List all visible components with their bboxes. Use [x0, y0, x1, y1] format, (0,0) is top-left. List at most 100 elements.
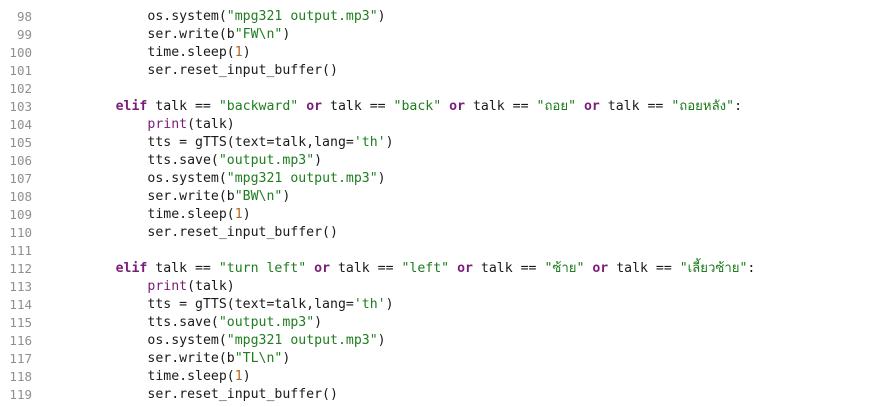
- code-line[interactable]: 100 time.sleep(1): [0, 44, 869, 62]
- code-token: talk ==: [465, 99, 537, 114]
- code-line[interactable]: 115 tts.save("output.mp3"): [0, 314, 869, 332]
- code-token: [449, 261, 457, 276]
- keyword-token: elif: [115, 99, 148, 114]
- string-token: "left": [401, 261, 450, 276]
- code-text: os.system("mpg321 output.mp3"): [147, 332, 385, 350]
- code-token: ser.reset_input_buffer(): [147, 387, 338, 402]
- code-token: ): [377, 9, 386, 24]
- code-text: tts.save("output.mp3"): [147, 314, 322, 332]
- code-text: ser.reset_input_buffer(): [147, 386, 338, 404]
- code-line[interactable]: 116 os.system("mpg321 output.mp3"): [0, 332, 869, 350]
- code-text: tts = gTTS(text=talk,lang='th'): [147, 134, 393, 152]
- code-line[interactable]: 103 elif talk == "backward" or talk == "b…: [0, 98, 869, 116]
- string-token: "backward": [218, 99, 299, 114]
- code-line[interactable]: 104 print(talk): [0, 116, 869, 134]
- code-text: elif talk == "turn left" or talk == "lef…: [116, 260, 756, 278]
- code-token: tts.save(: [147, 153, 219, 168]
- code-token: ser.write(b: [147, 27, 235, 42]
- code-token: ): [282, 189, 291, 204]
- code-line[interactable]: 102: [0, 80, 869, 98]
- string-token: 'th': [353, 135, 386, 150]
- line-number: 116: [9, 333, 32, 348]
- code-text: os.system("mpg321 output.mp3"): [147, 8, 385, 26]
- code-line[interactable]: 101 ser.reset_input_buffer(): [0, 62, 869, 80]
- keyword-token: or: [306, 99, 323, 114]
- code-line[interactable]: 119 ser.reset_input_buffer(): [0, 386, 869, 404]
- code-text: tts = gTTS(text=talk,lang='th'): [147, 296, 393, 314]
- code-line[interactable]: 109 time.sleep(1): [0, 206, 869, 224]
- string-token: "back": [393, 99, 442, 114]
- keyword-token: or: [583, 99, 600, 114]
- line-number: 101: [9, 63, 32, 78]
- line-number: 103: [9, 99, 32, 114]
- code-line[interactable]: 118 time.sleep(1): [0, 368, 869, 386]
- number-token: 1: [234, 45, 243, 60]
- code-token: time.sleep(: [147, 207, 235, 222]
- code-token: (talk): [187, 117, 235, 132]
- code-text: print(talk): [147, 278, 234, 296]
- code-token: ): [377, 333, 386, 348]
- code-text: elif talk == "backward" or talk == "back…: [116, 98, 742, 116]
- code-token: ): [282, 27, 291, 42]
- line-number: 118: [9, 369, 32, 384]
- code-token: (talk): [187, 279, 235, 294]
- builtin-token: print: [147, 117, 188, 132]
- number-token: 1: [234, 207, 243, 222]
- string-token: "ถอยหลัง": [671, 99, 735, 114]
- code-token: talk ==: [147, 99, 219, 114]
- string-token: "mpg321 output.mp3": [226, 9, 378, 24]
- line-number: 107: [9, 171, 32, 186]
- code-text: tts.save("output.mp3"): [147, 152, 322, 170]
- line-number: 109: [9, 207, 32, 222]
- code-token: ser.reset_input_buffer(): [147, 63, 338, 78]
- code-token: talk ==: [330, 261, 402, 276]
- string-token: "mpg321 output.mp3": [226, 171, 378, 186]
- code-token: time.sleep(: [147, 369, 235, 384]
- line-number: 105: [9, 135, 32, 150]
- number-token: 1: [234, 369, 243, 384]
- line-number: 100: [9, 45, 32, 60]
- code-line[interactable]: 117 ser.write(b"TL\n"): [0, 350, 869, 368]
- code-text: time.sleep(1): [147, 206, 250, 224]
- code-text: print(talk): [147, 116, 234, 134]
- line-number: 115: [9, 315, 32, 330]
- code-token: ser.write(b: [147, 189, 235, 204]
- code-token: tts = gTTS(text=talk,lang=: [147, 135, 354, 150]
- code-line[interactable]: 110 ser.reset_input_buffer(): [0, 224, 869, 242]
- code-token: :: [747, 261, 756, 276]
- code-line[interactable]: 105 tts = gTTS(text=talk,lang='th'): [0, 134, 869, 152]
- line-number: 110: [9, 225, 32, 240]
- code-text: ser.write(b"TL\n"): [147, 350, 290, 368]
- code-token: ): [242, 369, 251, 384]
- code-token: ser.reset_input_buffer(): [147, 225, 338, 240]
- code-text: time.sleep(1): [147, 44, 250, 62]
- code-text: ser.write(b"FW\n"): [147, 26, 290, 44]
- code-line[interactable]: 111: [0, 242, 869, 260]
- string-token: "turn left": [218, 261, 307, 276]
- code-token: [298, 99, 306, 114]
- line-number: 117: [9, 351, 32, 366]
- code-token: talk ==: [147, 261, 219, 276]
- line-number: 119: [9, 387, 32, 402]
- line-number: 104: [9, 117, 32, 132]
- code-line[interactable]: 106 tts.save("output.mp3"): [0, 152, 869, 170]
- line-number: 106: [9, 153, 32, 168]
- code-token: time.sleep(: [147, 45, 235, 60]
- code-text: ser.reset_input_buffer(): [147, 62, 338, 80]
- code-token: ): [385, 135, 394, 150]
- string-token: "ซ้าย": [544, 261, 585, 276]
- string-token: "output.mp3": [218, 153, 315, 168]
- string-token: "เลี้ยวซ้าย": [679, 261, 748, 276]
- keyword-token: or: [314, 261, 331, 276]
- code-token: [441, 99, 449, 114]
- code-token: tts.save(: [147, 315, 219, 330]
- code-token: [306, 261, 314, 276]
